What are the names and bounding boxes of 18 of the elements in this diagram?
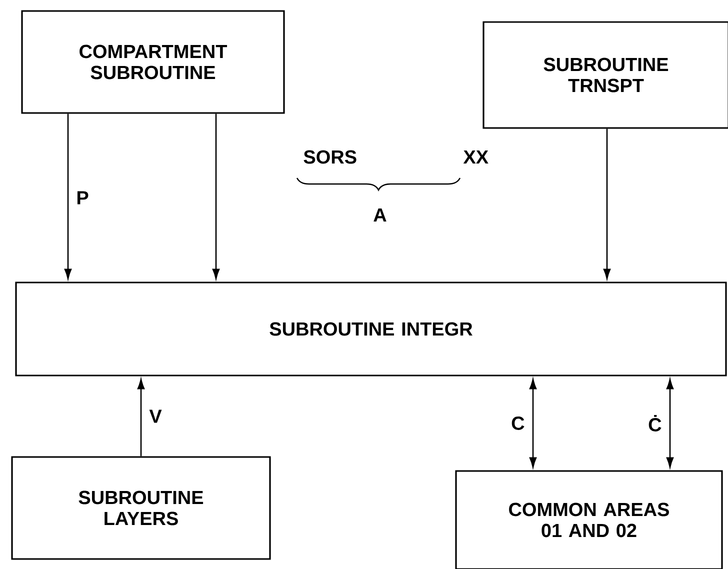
edge-label: P <box>75 190 90 206</box>
label: XX <box>463 150 488 164</box>
arrow <box>603 128 611 280</box>
process-box: COMPARTMENT SUBROUTINE <box>21 10 285 114</box>
process-box: SUBROUTINE INTEGR <box>15 282 727 376</box>
arrow <box>666 378 674 468</box>
arrow <box>64 114 72 280</box>
arrow <box>529 378 537 468</box>
process-box: COMMON AREAS 01 AND 02 <box>455 470 723 569</box>
edge-label: C <box>510 416 526 431</box>
arrow <box>137 378 145 456</box>
process-box: SUBROUTINE TRNSPT <box>482 21 728 129</box>
process-box: SUBROUTINE LAYERS <box>11 456 271 560</box>
label: A <box>374 208 386 222</box>
edge-label: Ċ <box>647 414 663 432</box>
label: SORS <box>304 150 356 164</box>
arrow <box>212 114 220 280</box>
edge-label: V <box>148 408 163 424</box>
